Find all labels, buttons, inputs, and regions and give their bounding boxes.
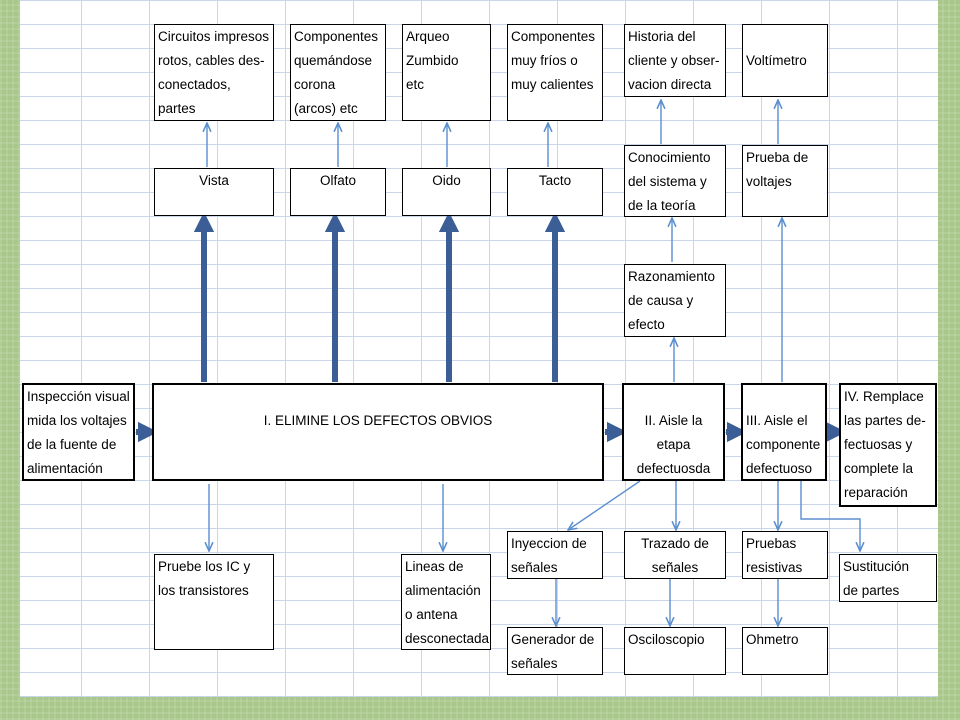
- voltimetro: Voltímetro: [742, 24, 828, 97]
- step-elimine-defectos-obvios: I. ELIMINE LOS DEFECTOS OBVIOS: [152, 383, 604, 481]
- arrow-step3-inyeccion: [568, 480, 641, 530]
- trazado-senales: Trazado de señales: [624, 531, 726, 579]
- historia-cliente: Historia del cliente y obser- vacion dir…: [624, 24, 726, 97]
- arrow-step4-sustitucion: [800, 481, 860, 551]
- razonamiento-causa-efecto: Razonamiento de causa y efecto: [624, 264, 726, 337]
- generador-senales: Generador de señales: [507, 627, 603, 675]
- sense-oido: Oido: [402, 168, 491, 216]
- sense-olfato: Olfato: [290, 168, 386, 216]
- detail-oido: Arqueo Zumbido etc: [402, 24, 491, 121]
- pruebe-ic-transistores: Pruebe los IC y los transistores: [154, 554, 274, 650]
- step-aisle-componente: III. Aisle el componente defectuoso: [741, 383, 827, 481]
- ohmetro: Ohmetro: [742, 627, 828, 675]
- osciloscopio: Osciloscopio: [624, 627, 726, 675]
- step-inspeccion-visual: Inspección visual mida los voltajes de l…: [22, 383, 135, 481]
- step-remplace-partes: IV. Remplace las partes de- fectuosas y …: [839, 383, 937, 507]
- inyeccion-senales: Inyeccion de señales: [507, 531, 603, 579]
- sustitucion-partes: Sustitución de partes: [839, 554, 937, 602]
- step-aisle-etapa: II. Aisle la etapa defectuosda: [622, 383, 725, 481]
- conocimiento-sistema-teoria: Conocimiento del sistema y de la teoría: [624, 145, 726, 217]
- sense-vista: Vista: [154, 168, 274, 216]
- lineas-alimentacion: Lineas de alimentación o antena desconec…: [401, 554, 491, 650]
- pruebas-resistivas: Pruebas resistivas: [742, 531, 828, 579]
- detail-tacto: Componentes muy fríos o muy calientes: [507, 24, 603, 121]
- prueba-voltajes: Prueba de voltajes: [742, 145, 828, 217]
- detail-olfato: Componentes quemándose corona (arcos) et…: [290, 24, 386, 121]
- detail-vista: Circuitos impresos rotos, cables des- co…: [154, 24, 274, 121]
- sense-tacto: Tacto: [507, 168, 603, 216]
